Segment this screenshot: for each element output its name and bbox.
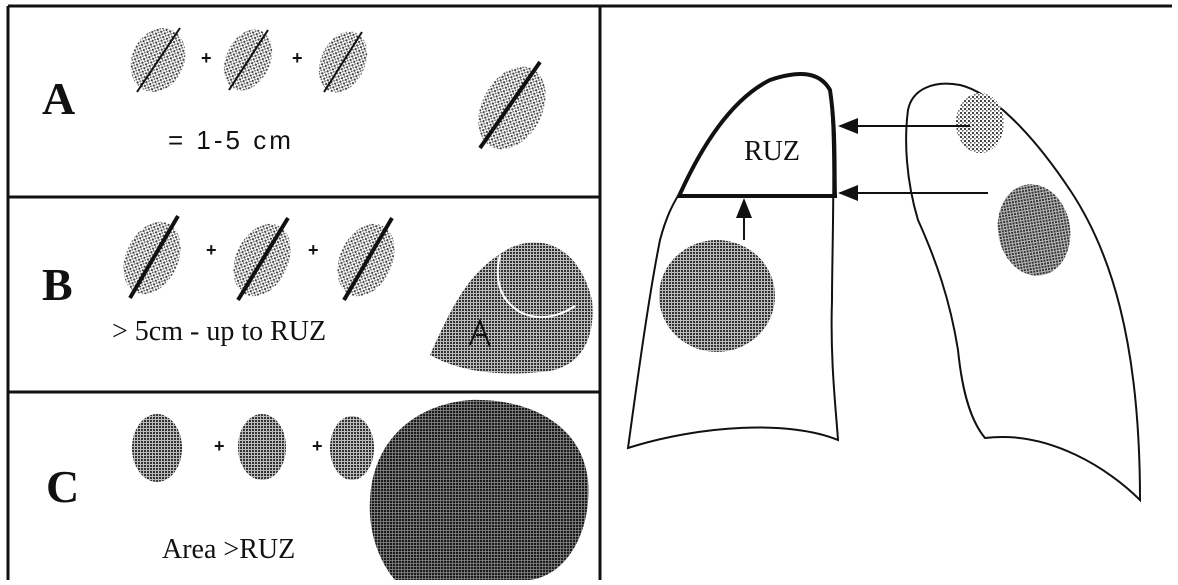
ruz-label: RUZ <box>744 136 800 168</box>
nodule-c3 <box>330 416 374 480</box>
opacity-right-lower <box>659 240 775 352</box>
panel-c-letter: C <box>46 460 79 513</box>
nodule-c1 <box>132 414 182 482</box>
panel-a-plus-2: + <box>292 48 303 69</box>
mass-c <box>370 400 589 580</box>
opacity-left-upper <box>956 93 1004 153</box>
panel-c-plus-2: + <box>312 436 323 457</box>
panel-a-letter: A <box>42 72 75 125</box>
panel-a-caption: = 1-5 cm <box>168 125 294 156</box>
nodule-a-large <box>465 55 559 161</box>
panel-b-plus-2: + <box>308 240 319 261</box>
panel-c-plus-1: + <box>214 436 225 457</box>
panel-c-caption: Area >RUZ <box>162 534 295 566</box>
ruz-boundary <box>680 74 835 196</box>
panel-b-caption: > 5cm - up to RUZ <box>112 316 326 348</box>
opacity-left-mid <box>991 178 1078 281</box>
mass-b <box>430 242 593 373</box>
lung-opacities <box>659 93 1077 352</box>
nodule-c2 <box>238 414 286 480</box>
panel-b-nodules <box>112 213 592 374</box>
left-lung-outline <box>906 84 1140 500</box>
panel-b-plus-1: + <box>206 240 217 261</box>
panel-a-plus-1: + <box>201 48 212 69</box>
panel-b-letter: B <box>42 258 73 311</box>
